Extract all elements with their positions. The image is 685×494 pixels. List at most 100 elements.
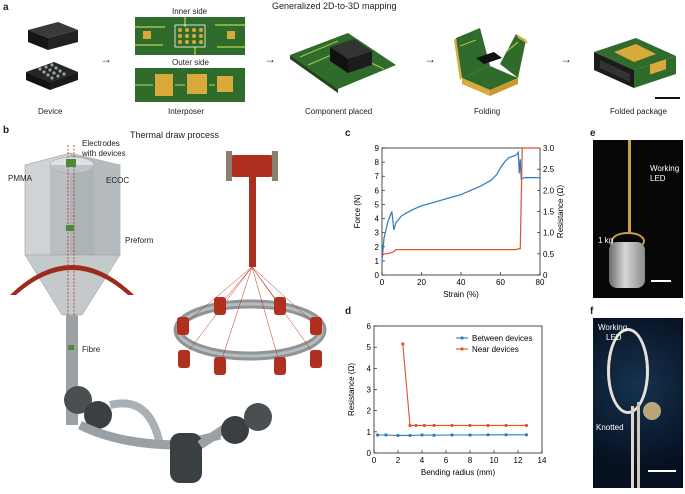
data-point: [384, 433, 388, 437]
x-tick-label: 2: [396, 456, 401, 465]
y-tick-label: 3: [367, 386, 372, 395]
legend-marker: [460, 347, 464, 351]
x-tick-label: 8: [468, 456, 473, 465]
x-tick-label: 10: [490, 456, 499, 465]
data-point: [450, 433, 454, 437]
y-tick-label: 4: [367, 364, 372, 373]
y-tick-label-left: 4: [375, 215, 380, 224]
x-tick-label: 14: [538, 456, 547, 465]
data-point: [486, 433, 490, 437]
thermal-draw-illustration: [10, 145, 327, 483]
photo-weight-led: [593, 140, 683, 298]
y-tick-label-left: 3: [375, 229, 380, 238]
x-tick-label: 0: [372, 456, 377, 465]
y-tick-label: 0: [367, 449, 372, 458]
data-point: [396, 433, 400, 438]
data-point: [432, 423, 436, 428]
data-point: [468, 433, 472, 437]
arrow-icon: →: [424, 52, 436, 66]
folding-illustration: [454, 28, 528, 96]
data-point: [414, 423, 418, 428]
legend-marker: [460, 336, 464, 340]
y-tick-label: 2: [367, 407, 372, 416]
y-tick-label-left: 9: [375, 144, 380, 153]
data-point: [408, 423, 412, 428]
plot-frame: [381, 147, 541, 276]
outer-side-label: Outer side: [172, 58, 209, 67]
panel-f-letter: f: [590, 306, 594, 317]
data-point: [420, 433, 424, 437]
y-tick-label-left: 0: [375, 271, 380, 280]
arrow-icon: →: [560, 52, 572, 66]
x-tick-label: 0: [380, 278, 385, 287]
x-tick-label: 20: [417, 278, 426, 287]
arrow-icon: →: [264, 52, 276, 66]
x-tick-label: 6: [444, 456, 449, 465]
data-point: [524, 433, 528, 437]
legend-label: Near devices: [472, 345, 519, 354]
folded-package-label: Folded package: [610, 107, 667, 116]
preform-label: Preform: [125, 236, 154, 245]
x-tick-label: 4: [420, 456, 425, 465]
data-point: [401, 342, 405, 346]
y-tick-label-right: 0.5: [543, 250, 555, 259]
electrodes-label: Electrodes: [82, 139, 120, 148]
y-tick-label-left: 1: [375, 257, 380, 266]
scale-bar: [655, 97, 680, 99]
knotted-label: Knotted: [596, 423, 624, 432]
device-label: Device: [38, 107, 63, 116]
weight-label: 1 kg: [598, 236, 614, 245]
y-tick-label-left: 7: [375, 172, 380, 181]
led-label-e: LED: [650, 174, 666, 183]
y-tick-label: 1: [367, 428, 372, 437]
inner-side-label: Inner side: [172, 7, 208, 16]
x-tick-label: 40: [457, 278, 466, 287]
series-resistance-line: [381, 147, 540, 257]
y-tick-label-right: 3.0: [543, 144, 555, 153]
panel-a-title: Generalized 2D-to-3D mapping: [272, 1, 397, 11]
y-tick-label-left: 2: [375, 243, 380, 252]
y-tick-label: 6: [367, 322, 372, 331]
data-point: [432, 433, 436, 437]
series-line: [402, 343, 527, 427]
y-tick-label-left: 6: [375, 186, 380, 195]
interposer-outer: [135, 68, 245, 102]
folding-label: Folding: [474, 107, 501, 116]
x-tick-label: 80: [536, 278, 545, 287]
data-point: [504, 423, 508, 428]
y-tick-label-right: 1.0: [543, 229, 555, 238]
y-axis-label-right: Resistance (Ω): [556, 185, 565, 238]
device-chip-bottom: [26, 62, 78, 90]
component-placed-illustration: [290, 33, 396, 93]
y-tick-label-right: 2.0: [543, 186, 555, 195]
data-point: [504, 433, 508, 437]
y-tick-label-left: 5: [375, 200, 380, 209]
y-tick-label-right: 2.5: [543, 165, 555, 174]
panel-c-letter: c: [345, 128, 351, 139]
ecoc-label: ECOC: [106, 176, 130, 185]
pmma-label: PMMA: [8, 174, 32, 183]
interposer-label: Interposer: [168, 107, 205, 116]
device-chip-top: [28, 22, 78, 50]
y-tick-label-right: 0: [543, 271, 548, 280]
with-devices-label: with devices: [82, 149, 126, 158]
panel-a-letter: a: [3, 2, 9, 13]
interposer-inner: [135, 17, 245, 55]
x-tick-label: 12: [514, 456, 523, 465]
x-axis-label: Strain (%): [443, 290, 479, 299]
fibre-label: Fibre: [82, 345, 101, 354]
y-tick-label-left: 8: [375, 158, 380, 167]
panel-e-letter: e: [590, 128, 596, 139]
data-point: [408, 433, 412, 438]
folded-package-illustration: [594, 38, 676, 88]
data-point: [376, 433, 380, 437]
x-tick-label: 60: [496, 278, 505, 287]
x-axis-label: Bending radius (mm): [421, 468, 496, 477]
y-tick-label: 5: [367, 343, 372, 352]
data-point: [450, 423, 454, 428]
y-axis-label-left: Force (N): [353, 194, 362, 228]
panel-d-letter: d: [345, 306, 352, 317]
data-point: [486, 423, 490, 428]
